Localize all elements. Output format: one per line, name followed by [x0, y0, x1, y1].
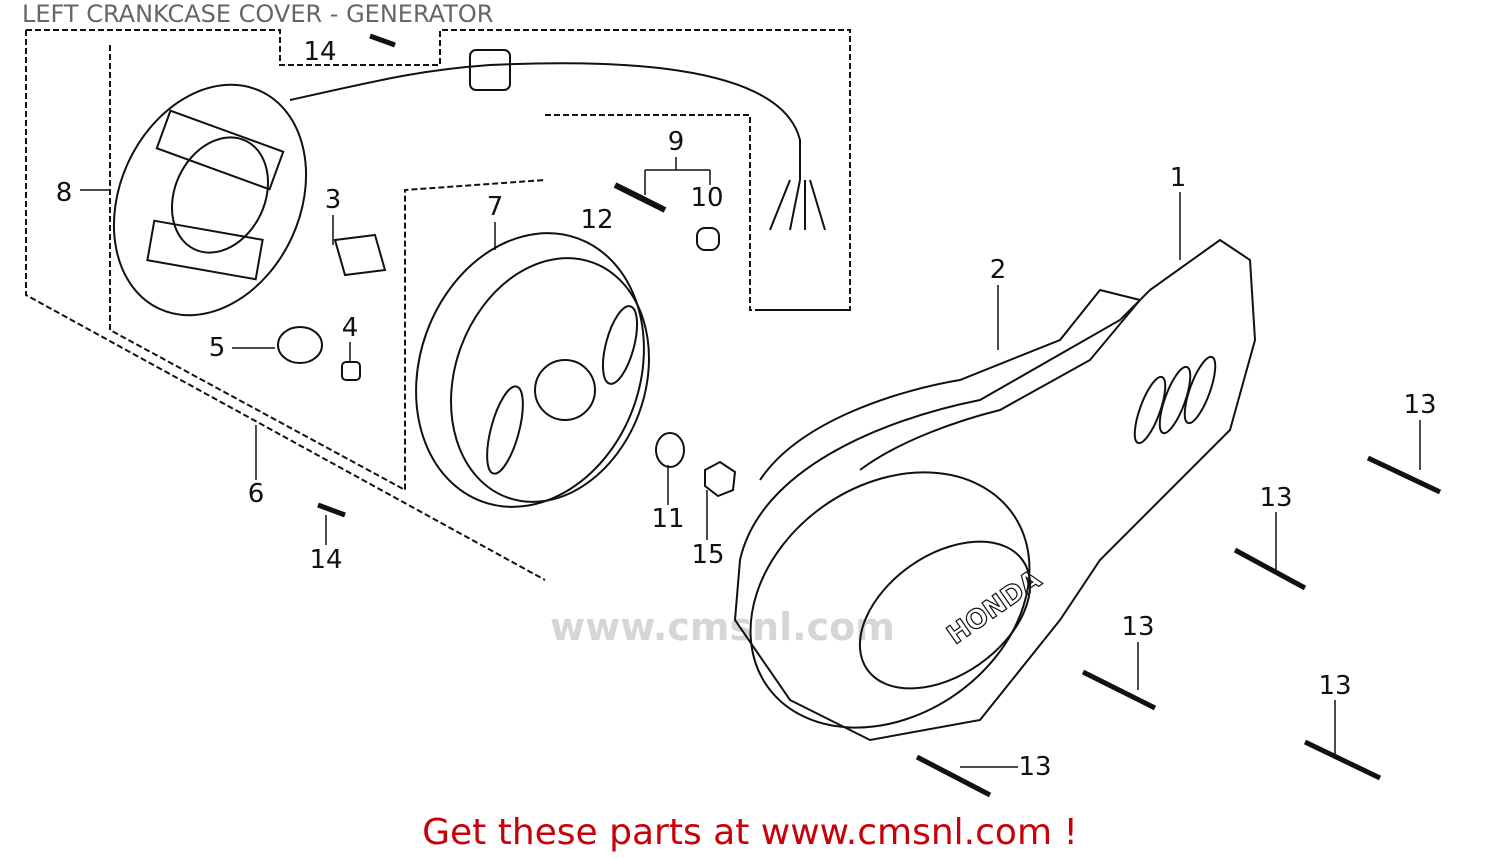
- flywheel-drawing: [415, 232, 650, 508]
- diagram-title: LEFT CRANKCASE COVER - GENERATOR: [22, 0, 494, 28]
- stator-drawing: [112, 83, 308, 317]
- spacer: [341, 361, 361, 381]
- callout-7: 7: [486, 192, 504, 222]
- callout-13: 13: [1318, 671, 1352, 701]
- connector: [469, 49, 511, 91]
- callout-1: 1: [1169, 163, 1187, 193]
- callout-13: 13: [1403, 390, 1437, 420]
- gasket-drawing: [759, 288, 1142, 481]
- group-frame-9: [545, 114, 850, 311]
- callout-5: 5: [208, 333, 226, 363]
- callout-12: 12: [580, 205, 614, 235]
- footer-link[interactable]: Get these parts at www.cmsnl.com !: [422, 812, 1078, 853]
- callout-13: 13: [1018, 752, 1052, 782]
- leader-lines: [80, 157, 1421, 768]
- bolts: [317, 33, 1442, 798]
- group-frame-8: [109, 45, 546, 492]
- callout-2: 2: [989, 255, 1007, 285]
- nut: [704, 460, 737, 498]
- callout-6: 6: [247, 479, 265, 509]
- callout-10: 10: [690, 183, 724, 213]
- callout-13: 13: [1121, 612, 1155, 642]
- clip: [613, 182, 667, 213]
- wire-harness: [289, 62, 801, 180]
- honda-logo: HONDA: [942, 565, 1047, 651]
- washer: [655, 432, 685, 468]
- group-frame-6: [25, 29, 851, 581]
- wire-leads: [769, 179, 826, 231]
- callout-4: 4: [341, 313, 359, 343]
- callout-3: 3: [324, 185, 342, 215]
- callout-8: 8: [55, 178, 73, 208]
- callout-14: 14: [309, 545, 343, 575]
- callout-14: 14: [303, 37, 337, 67]
- callout-9: 9: [667, 127, 685, 157]
- watermark: www.cmsnl.com: [550, 605, 895, 649]
- condenser: [277, 326, 323, 364]
- callout-11: 11: [651, 504, 685, 534]
- grommet: [696, 227, 720, 251]
- callout-13: 13: [1259, 483, 1293, 513]
- cover-drawing: [733, 238, 1257, 742]
- contact-point: [333, 233, 387, 277]
- callout-15: 15: [691, 540, 725, 570]
